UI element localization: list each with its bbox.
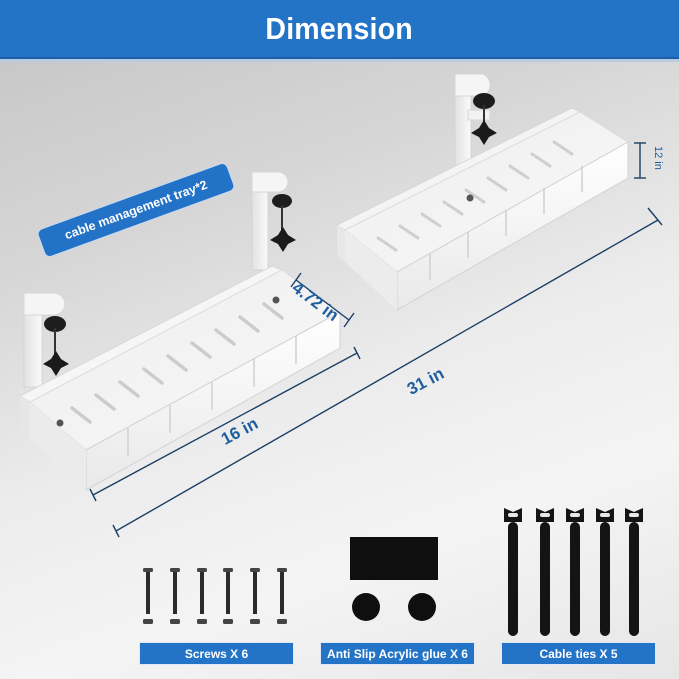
- adhesive-pad-sheet-icon: [350, 537, 438, 580]
- width-dimension-line: [295, 279, 350, 321]
- screws-label: Screws X 6: [139, 642, 294, 665]
- cable-tie-icon: [596, 508, 614, 636]
- screw-icon: [197, 568, 207, 624]
- length-dimension-line: [92, 352, 358, 496]
- screw-icon: [277, 568, 287, 624]
- cable-ties-label: Cable ties X 5: [501, 642, 656, 665]
- dimension-lines: [89, 142, 663, 538]
- right-tray-clamp: [454, 73, 497, 171]
- cable-tie-icon: [625, 508, 643, 636]
- screw-icon: [170, 568, 180, 624]
- screw-icon: [250, 568, 260, 624]
- cable-tie-icon: [504, 508, 522, 636]
- left-tray-front-clamp: [23, 292, 69, 388]
- screw-icon: [143, 568, 153, 624]
- height-dimension-label: 12 in: [652, 146, 664, 170]
- adhesive-pad-icon: [352, 593, 380, 621]
- extended-length-dimension-line: [115, 219, 659, 532]
- adhesive-pads-group: [350, 537, 438, 621]
- header-divider: [0, 59, 679, 62]
- cable-tie-icon: [536, 508, 554, 636]
- adhesive-pads-label: Anti Slip Acrylic glue X 6: [320, 642, 475, 665]
- cable-ties-group: [504, 508, 643, 636]
- left-tray: [18, 171, 341, 491]
- right-tray: [335, 73, 629, 311]
- screws-group: [143, 568, 287, 624]
- left-tray-rear-clamp: [251, 171, 296, 271]
- adhesive-pad-icon: [408, 593, 436, 621]
- header-banner: Dimension: [0, 0, 679, 59]
- page-title: Dimension: [265, 10, 414, 46]
- screw-icon: [223, 568, 233, 624]
- cable-tie-icon: [566, 508, 584, 636]
